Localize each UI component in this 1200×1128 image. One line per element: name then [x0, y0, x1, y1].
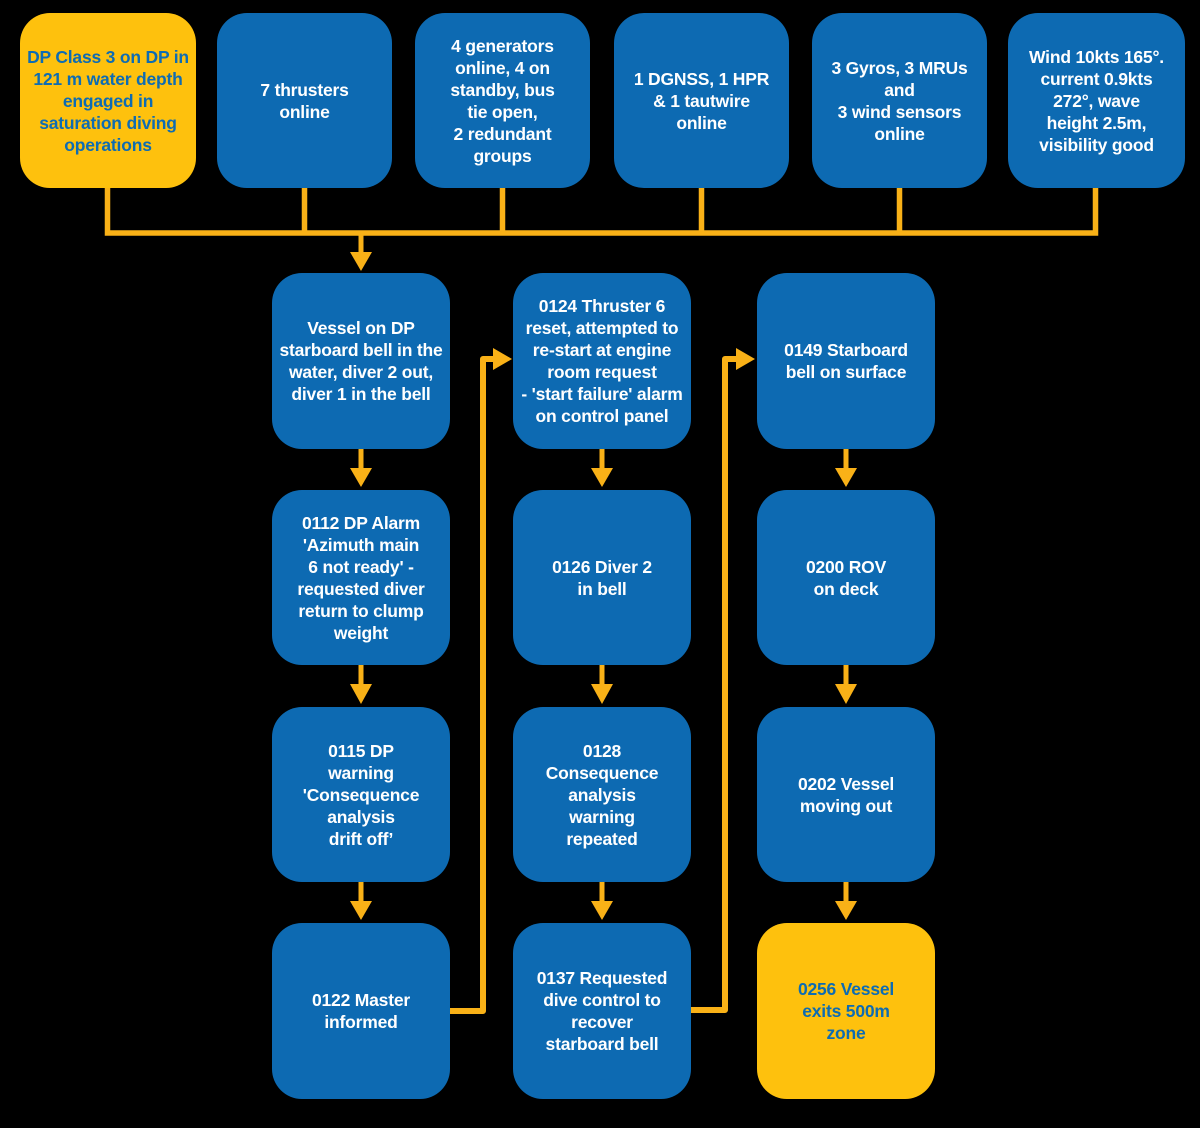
status-box-position-references: 1 DGNSS, 1 HPR & 1 tautwire online — [614, 13, 789, 188]
event-box-0126-diver2-in-bell: 0126 Diver 2 in bell — [513, 490, 691, 665]
event-box-0115-dp-warning: 0115 DP warning 'Consequence analysis dr… — [272, 707, 450, 882]
event-box-0200-rov-on-deck-label: 0200 ROV on deck — [805, 556, 887, 599]
status-box-dp-class-label: DP Class 3 on DP in 121 m water depth en… — [27, 46, 189, 155]
status-box-weather-label: Wind 10kts 165°. current 0.9kts 272°, wa… — [1029, 46, 1164, 155]
status-box-thrusters: 7 thrusters online — [217, 13, 392, 188]
flow-arrowhead-c1-2 — [350, 684, 372, 704]
event-box-0137-recover-bell-label: 0137 Requested dive control to recover s… — [536, 968, 668, 1054]
status-box-dp-class: DP Class 3 on DP in 121 m water depth en… — [20, 13, 196, 188]
event-box-0202-vessel-moving-out: 0202 Vessel moving out — [757, 707, 935, 882]
event-box-0112-dp-alarm: 0112 DP Alarm 'Azimuth main 6 not ready'… — [272, 490, 450, 665]
event-box-0200-rov-on-deck: 0200 ROV on deck — [757, 490, 935, 665]
event-box-0115-dp-warning-label: 0115 DP warning 'Consequence analysis dr… — [302, 740, 420, 849]
flow-arrowhead-c1-3 — [350, 901, 372, 920]
event-box-vessel-on-dp-label: Vessel on DP starboard bell in the water… — [279, 318, 443, 404]
status-box-position-references-label: 1 DGNSS, 1 HPR & 1 tautwire online — [633, 68, 770, 133]
event-box-0126-diver2-in-bell-label: 0126 Diver 2 in bell — [552, 556, 652, 599]
status-box-sensors-label: 3 Gyros, 3 MRUs and 3 wind sensors onlin… — [831, 57, 968, 144]
flow-arrowhead-c3-3 — [835, 901, 857, 920]
status-box-generators: 4 generators online, 4 on standby, bus t… — [415, 13, 590, 188]
event-box-0256-exits-500m-zone: 0256 Vessel exits 500m zone — [757, 923, 935, 1099]
status-box-thrusters-label: 7 thrusters online — [260, 79, 349, 122]
event-box-0202-vessel-moving-out-label: 0202 Vessel moving out — [797, 773, 895, 816]
status-box-generators-label: 4 generators online, 4 on standby, bus t… — [450, 35, 555, 166]
event-box-0124-thruster-reset: 0124 Thruster 6 reset, attempted to re-s… — [513, 273, 691, 449]
event-box-0137-recover-bell: 0137 Requested dive control to recover s… — [513, 923, 691, 1099]
event-box-0149-bell-on-surface-label: 0149 Starboard bell on surface — [784, 340, 908, 382]
top-bus-line — [104, 188, 1099, 236]
flow-arrowhead-c2-2 — [591, 684, 613, 704]
event-box-0112-dp-alarm-label: 0112 DP Alarm 'Azimuth main 6 not ready'… — [297, 512, 425, 643]
flow-arrowhead-c3-2 — [835, 684, 857, 704]
event-box-0122-master-informed-label: 0122 Master informed — [311, 990, 410, 1032]
bus-drop-arrowhead — [350, 252, 372, 271]
flow-arrowhead-c2-3 — [591, 901, 613, 920]
loop-arrowhead-0149 — [736, 348, 755, 370]
event-box-0124-thruster-reset-label: 0124 Thruster 6 reset, attempted to re-s… — [521, 296, 683, 426]
flow-arrowhead-c3-1 — [835, 468, 857, 487]
event-box-0149-bell-on-surface: 0149 Starboard bell on surface — [757, 273, 935, 449]
event-box-0256-exits-500m-zone-label: 0256 Vessel exits 500m zone — [797, 979, 895, 1043]
status-box-sensors: 3 Gyros, 3 MRUs and 3 wind sensors onlin… — [812, 13, 987, 188]
event-box-vessel-on-dp: Vessel on DP starboard bell in the water… — [272, 273, 450, 449]
flow-arrowhead-c2-1 — [591, 468, 613, 487]
flow-arrowhead-c1-1 — [350, 468, 372, 487]
loop-arrowhead-0124 — [493, 348, 512, 370]
event-box-0122-master-informed: 0122 Master informed — [272, 923, 450, 1099]
loop-connector-0122-to-0124 — [450, 356, 495, 1014]
status-box-weather: Wind 10kts 165°. current 0.9kts 272°, wa… — [1008, 13, 1185, 188]
loop-connector-0137-to-0149 — [691, 356, 738, 1013]
event-box-0128-warning-repeated: 0128 Consequence analysis warning repeat… — [513, 707, 691, 882]
event-box-0128-warning-repeated-label: 0128 Consequence analysis warning repeat… — [545, 740, 659, 849]
